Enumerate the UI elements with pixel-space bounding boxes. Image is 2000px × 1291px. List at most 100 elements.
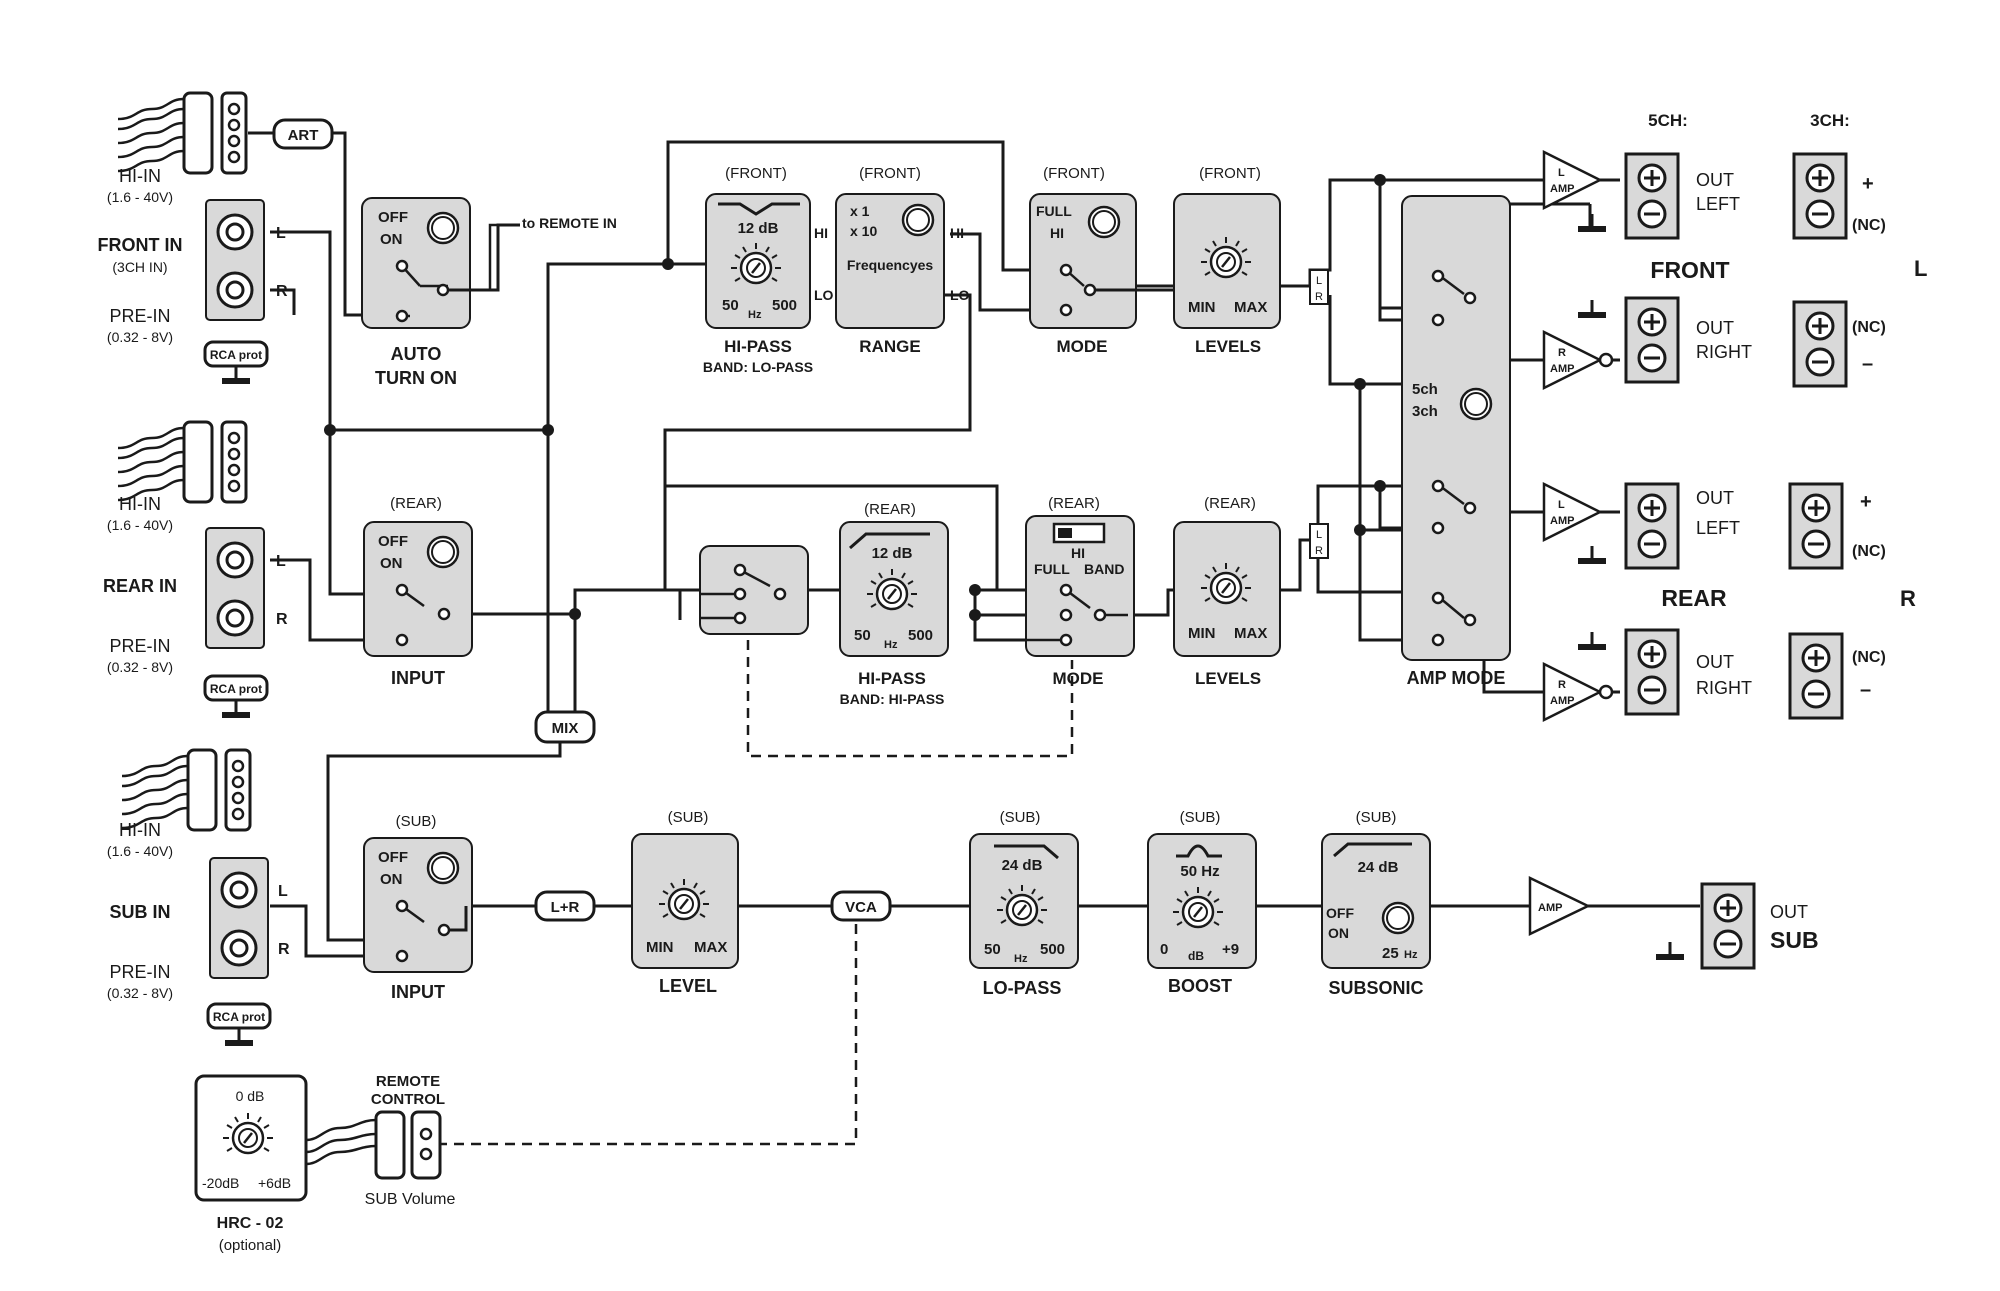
push-button-icon[interactable] [426, 535, 460, 569]
front-mode-switch[interactable]: (FRONT) FULL HI MODE [1029, 165, 1174, 356]
svg-text:MAX: MAX [1234, 625, 1267, 642]
front-hipass-filter[interactable]: (FRONT) 12 dB 50 Hz 500 HI-PASS BAND: LO… [703, 165, 834, 375]
amp-mode-switch[interactable]: 5ch 3ch AMP MODE [1401, 195, 1511, 688]
rear-levels-knob[interactable]: (REAR) MIN MAX LEVELS [1173, 495, 1281, 688]
amp-front-right: R AMP [1542, 329, 1614, 391]
push-button-icon[interactable] [426, 211, 460, 245]
svg-text:OFF: OFF [378, 209, 408, 226]
svg-text:ART: ART [288, 127, 319, 144]
svg-text:OFF: OFF [378, 849, 408, 866]
pre-in-label: PRE-IN [109, 636, 170, 656]
svg-text:VCA: VCA [845, 899, 877, 916]
rca-right-icon[interactable] [216, 271, 254, 309]
push-button-icon[interactable] [426, 851, 460, 885]
push-button-icon[interactable] [1087, 205, 1121, 239]
rear-hipass-filter[interactable]: (REAR) 12 dB 50 Hz 500 HI-PASS BAND: HI-… [839, 501, 949, 707]
svg-text:OUT: OUT [1696, 170, 1734, 190]
remote-model: HRC - 02 [217, 1215, 284, 1232]
remote-optional: (optional) [219, 1237, 282, 1254]
push-button-icon[interactable] [1459, 387, 1493, 421]
terminal-icon[interactable] [1788, 482, 1844, 570]
sub-subsonic-switch[interactable]: (SUB) 24 dB OFF ON 25 Hz SUBSONIC [1321, 809, 1431, 998]
sub-output: OUT SUB [1654, 882, 1819, 970]
svg-text:+6dB: +6dB [258, 1175, 291, 1191]
ground-icon [220, 364, 252, 386]
amp-mode-label: AMP MODE [1407, 668, 1506, 688]
hi-in-plug-icon[interactable] [116, 91, 248, 175]
remote-control-jack[interactable]: REMOTE CONTROL SUB Volume [365, 1073, 456, 1208]
auto-turn-on-label-1: AUTO [391, 344, 442, 364]
left-label: L [276, 225, 286, 242]
rear-in-label: REAR IN [103, 576, 177, 596]
svg-text:ON: ON [380, 871, 403, 888]
terminal-icon[interactable] [1700, 882, 1756, 970]
hi-in-plug-icon[interactable] [120, 748, 252, 832]
ground-icon [220, 698, 252, 720]
front-levels-knob[interactable]: (FRONT) MIN MAX LEVELS [1173, 165, 1281, 356]
svg-text:HI: HI [1071, 545, 1085, 561]
auto-turn-on-label-2: TURN ON [375, 368, 457, 388]
to-remote-in-label: to REMOTE IN [522, 215, 617, 231]
svg-text:dB: dB [1188, 949, 1204, 963]
front-outputs: OUT LEFT + (NC) FRONT L OUT RIGHT (NC) – [1576, 152, 1927, 388]
svg-text:AMP: AMP [1550, 363, 1574, 375]
sub-input-switch[interactable]: (SUB) OFF ON INPUT [363, 813, 473, 1002]
front-input: HI-IN (1.6 - 40V) L R FRONT IN (3CH IN) … [98, 91, 288, 386]
hrc-remote[interactable]: 0 dB -20dB +6dB HRC - 02 (optional) [194, 1074, 377, 1254]
terminal-icon[interactable] [1624, 152, 1680, 240]
front-range-switch[interactable]: (FRONT) x 1 x 10 Frequencyes RANGE HI LO [835, 165, 970, 356]
svg-text:OFF: OFF [378, 533, 408, 550]
terminal-icon[interactable] [1788, 632, 1844, 720]
push-button-icon[interactable] [901, 203, 935, 237]
section-tag: (REAR) [864, 501, 916, 518]
rca-left-icon[interactable] [220, 871, 258, 909]
svg-text:(NC): (NC) [1852, 543, 1886, 560]
section-tag: (SUB) [1356, 809, 1397, 826]
rear-select-switch[interactable] [699, 545, 809, 635]
lr-link-rear: L R [1309, 523, 1329, 559]
svg-text:+: + [1862, 173, 1874, 195]
svg-text:R: R [1558, 679, 1566, 691]
sub-boost-knob[interactable]: (SUB) 50 Hz 0 dB +9 BOOST [1147, 809, 1257, 996]
terminal-icon[interactable] [1624, 482, 1680, 570]
svg-text:Hz: Hz [884, 639, 898, 651]
svg-text:50: 50 [854, 627, 871, 644]
hipass-label: HI-PASS [724, 337, 792, 356]
svg-text:AMP: AMP [1550, 695, 1574, 707]
rca-right-icon[interactable] [216, 599, 254, 637]
svg-text:ON: ON [380, 231, 403, 248]
terminal-icon[interactable] [1792, 152, 1848, 240]
pre-in-label: PRE-IN [109, 962, 170, 982]
rca-left-icon[interactable] [216, 541, 254, 579]
rear-outputs: OUT LEFT + (NC) REAR R OUT RIGHT (NC) – [1576, 482, 1916, 720]
svg-text:RIGHT: RIGHT [1696, 342, 1752, 362]
rear-mode-switch[interactable]: (REAR) HI FULL BAND MODE [975, 495, 1135, 688]
terminal-icon[interactable] [1624, 296, 1680, 384]
section-tag: (REAR) [390, 495, 442, 512]
rear-input-switch[interactable]: (REAR) OFF ON INPUT [363, 495, 473, 688]
svg-text:HI: HI [1050, 225, 1064, 241]
sub-volume-label: SUB Volume [365, 1191, 456, 1208]
section-tag: (FRONT) [725, 165, 787, 182]
svg-text:R: R [1558, 347, 1566, 359]
section-tag: (FRONT) [1199, 165, 1261, 182]
rca-left-icon[interactable] [216, 213, 254, 251]
hipass-band: BAND: HI-PASS [840, 691, 945, 707]
svg-text:0: 0 [1160, 941, 1168, 958]
svg-text:LO: LO [950, 287, 970, 303]
sub-input: HI-IN (1.6 - 40V) L R SUB IN PRE-IN (0.3… [107, 748, 290, 1048]
auto-turn-on-switch[interactable]: OFF ON AUTO TURN ON to REMOTE IN [361, 197, 617, 388]
sub-level-knob[interactable]: (SUB) MIN MAX LEVEL [631, 809, 739, 996]
levels-label: LEVELS [1195, 669, 1261, 688]
terminal-icon[interactable] [1624, 628, 1680, 716]
push-button-icon[interactable] [1381, 901, 1415, 935]
svg-text:x 10: x 10 [850, 223, 877, 239]
sub-lopass-filter[interactable]: (SUB) 24 dB 50 Hz 500 LO-PASS [969, 809, 1079, 998]
terminal-icon[interactable] [1792, 300, 1848, 388]
svg-text:L: L [1316, 275, 1322, 287]
front-title: FRONT [1650, 257, 1729, 283]
rca-right-icon[interactable] [220, 929, 258, 967]
svg-text:+9: +9 [1222, 941, 1239, 958]
level-label: LEVEL [659, 976, 717, 996]
hi-in-plug-icon[interactable] [116, 420, 248, 504]
